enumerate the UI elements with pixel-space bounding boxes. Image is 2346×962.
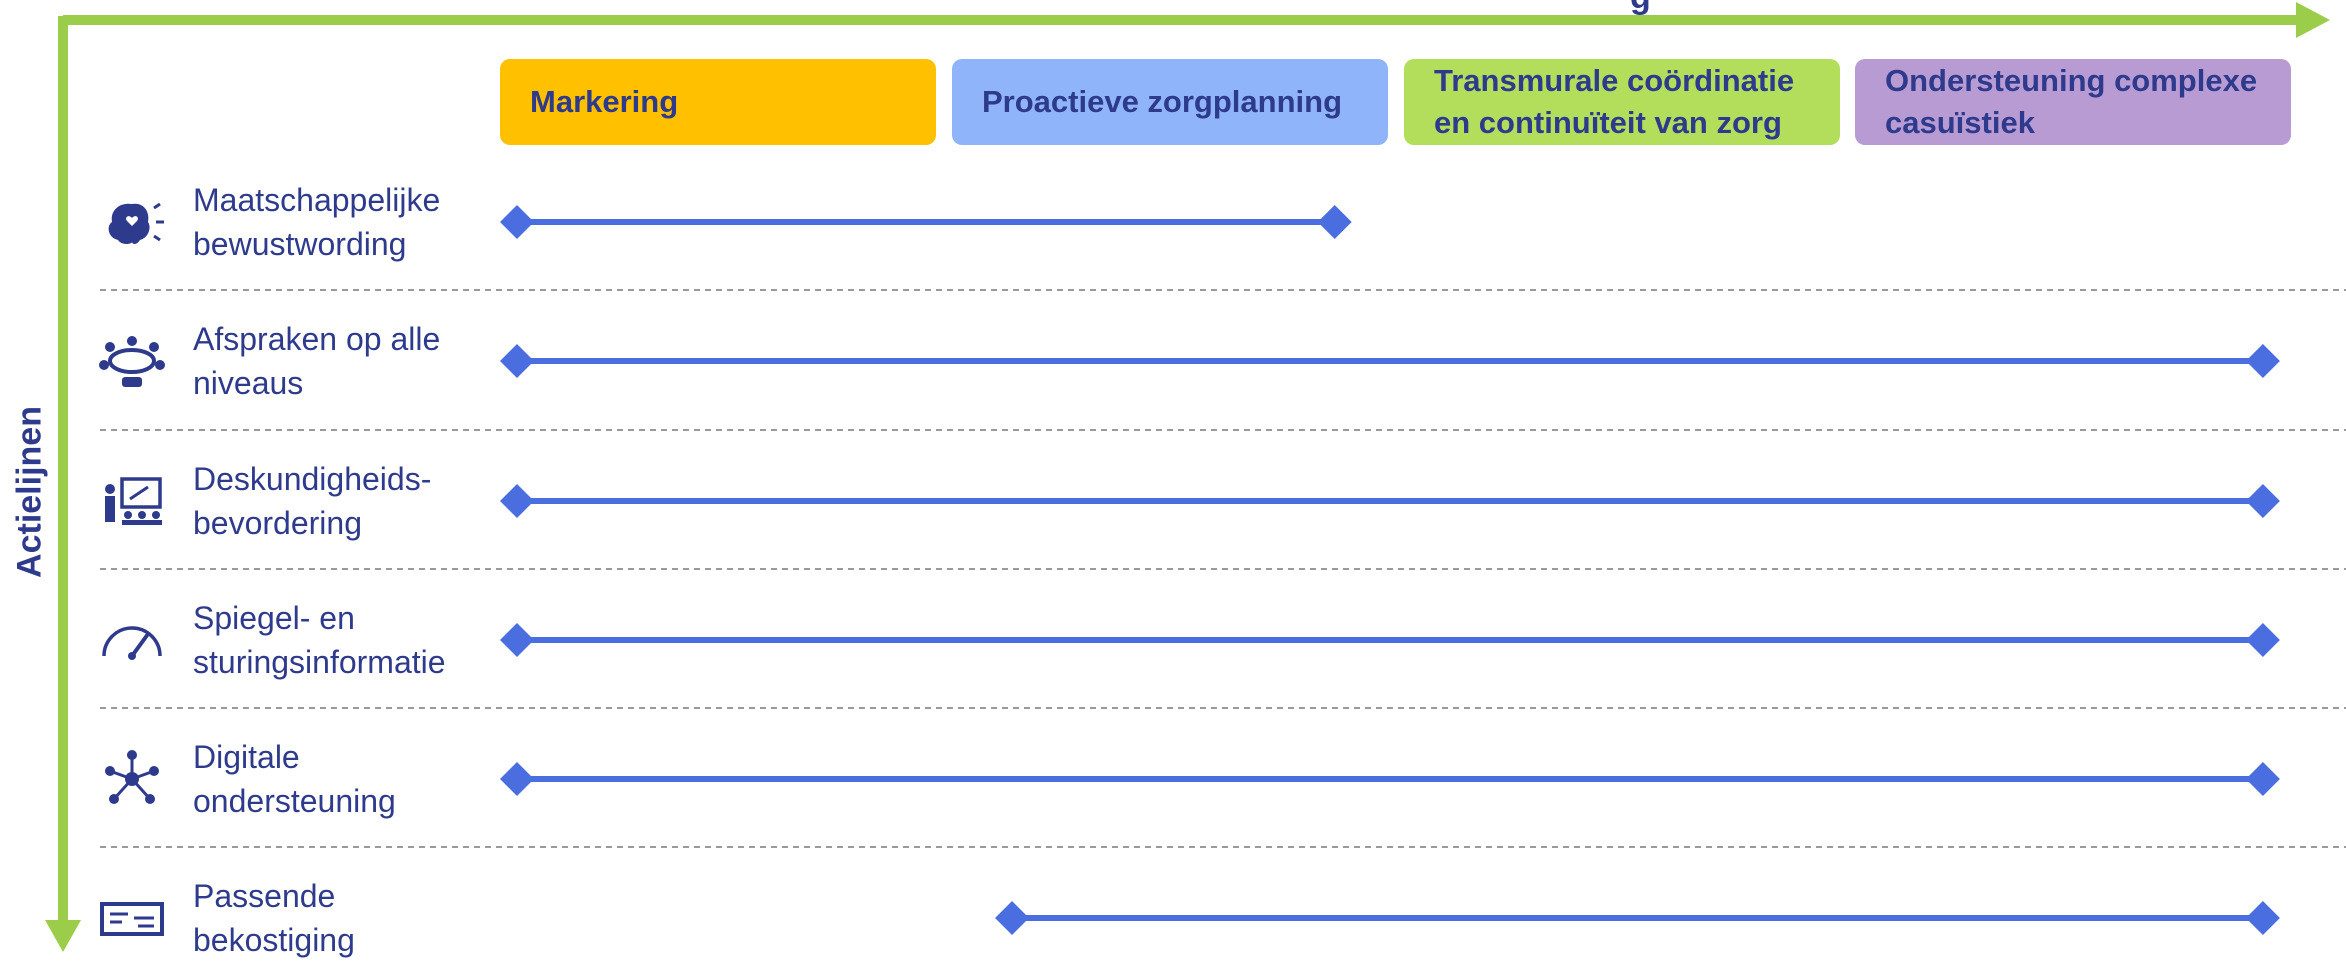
presentation-icon [96,471,168,531]
meeting-table-icon [96,331,168,391]
horizontal-axis-arrowhead [2296,2,2330,38]
span-end-marker [2245,484,2280,518]
speedometer-icon [96,610,168,670]
span-start-marker [500,344,534,378]
action-line-label: Afspraken op alle niveaus [193,321,441,401]
action-line-label: Digitale ondersteuning [193,739,396,819]
action-line-label: Maatschappelijke bewustwording [193,182,441,262]
phase-header: Markering [500,59,936,145]
span-start-marker [995,901,1030,935]
horizontal-axis-title: g [1630,0,1651,17]
brain-heart-icon [96,192,168,252]
phase-header: Ondersteuning complexe casuïstiek [1855,59,2291,145]
vertical-axis-title: Actielijnen [10,406,49,578]
vertical-axis-arrowhead [45,920,81,952]
span-start-marker [500,484,534,518]
span-start-marker [500,762,534,796]
payment-card-icon [96,888,168,948]
action-line-label: Spiegel- en sturingsinformatie [193,600,446,680]
action-line-label: Passende bekostiging [193,878,355,958]
span-end-marker [1317,205,1352,239]
span-start-marker [500,205,534,239]
span-end-marker [2245,762,2280,796]
phase-header: Transmurale coördinatie en continuïteit … [1404,59,1840,145]
network-icon [96,749,168,809]
span-start-marker [500,623,534,657]
span-end-marker [2245,623,2280,657]
span-end-marker [2245,901,2280,935]
span-end-marker [2245,344,2280,378]
phase-header: Proactieve zorgplanning [952,59,1388,145]
action-line-label: Deskundigheids-bevordering [193,461,432,541]
